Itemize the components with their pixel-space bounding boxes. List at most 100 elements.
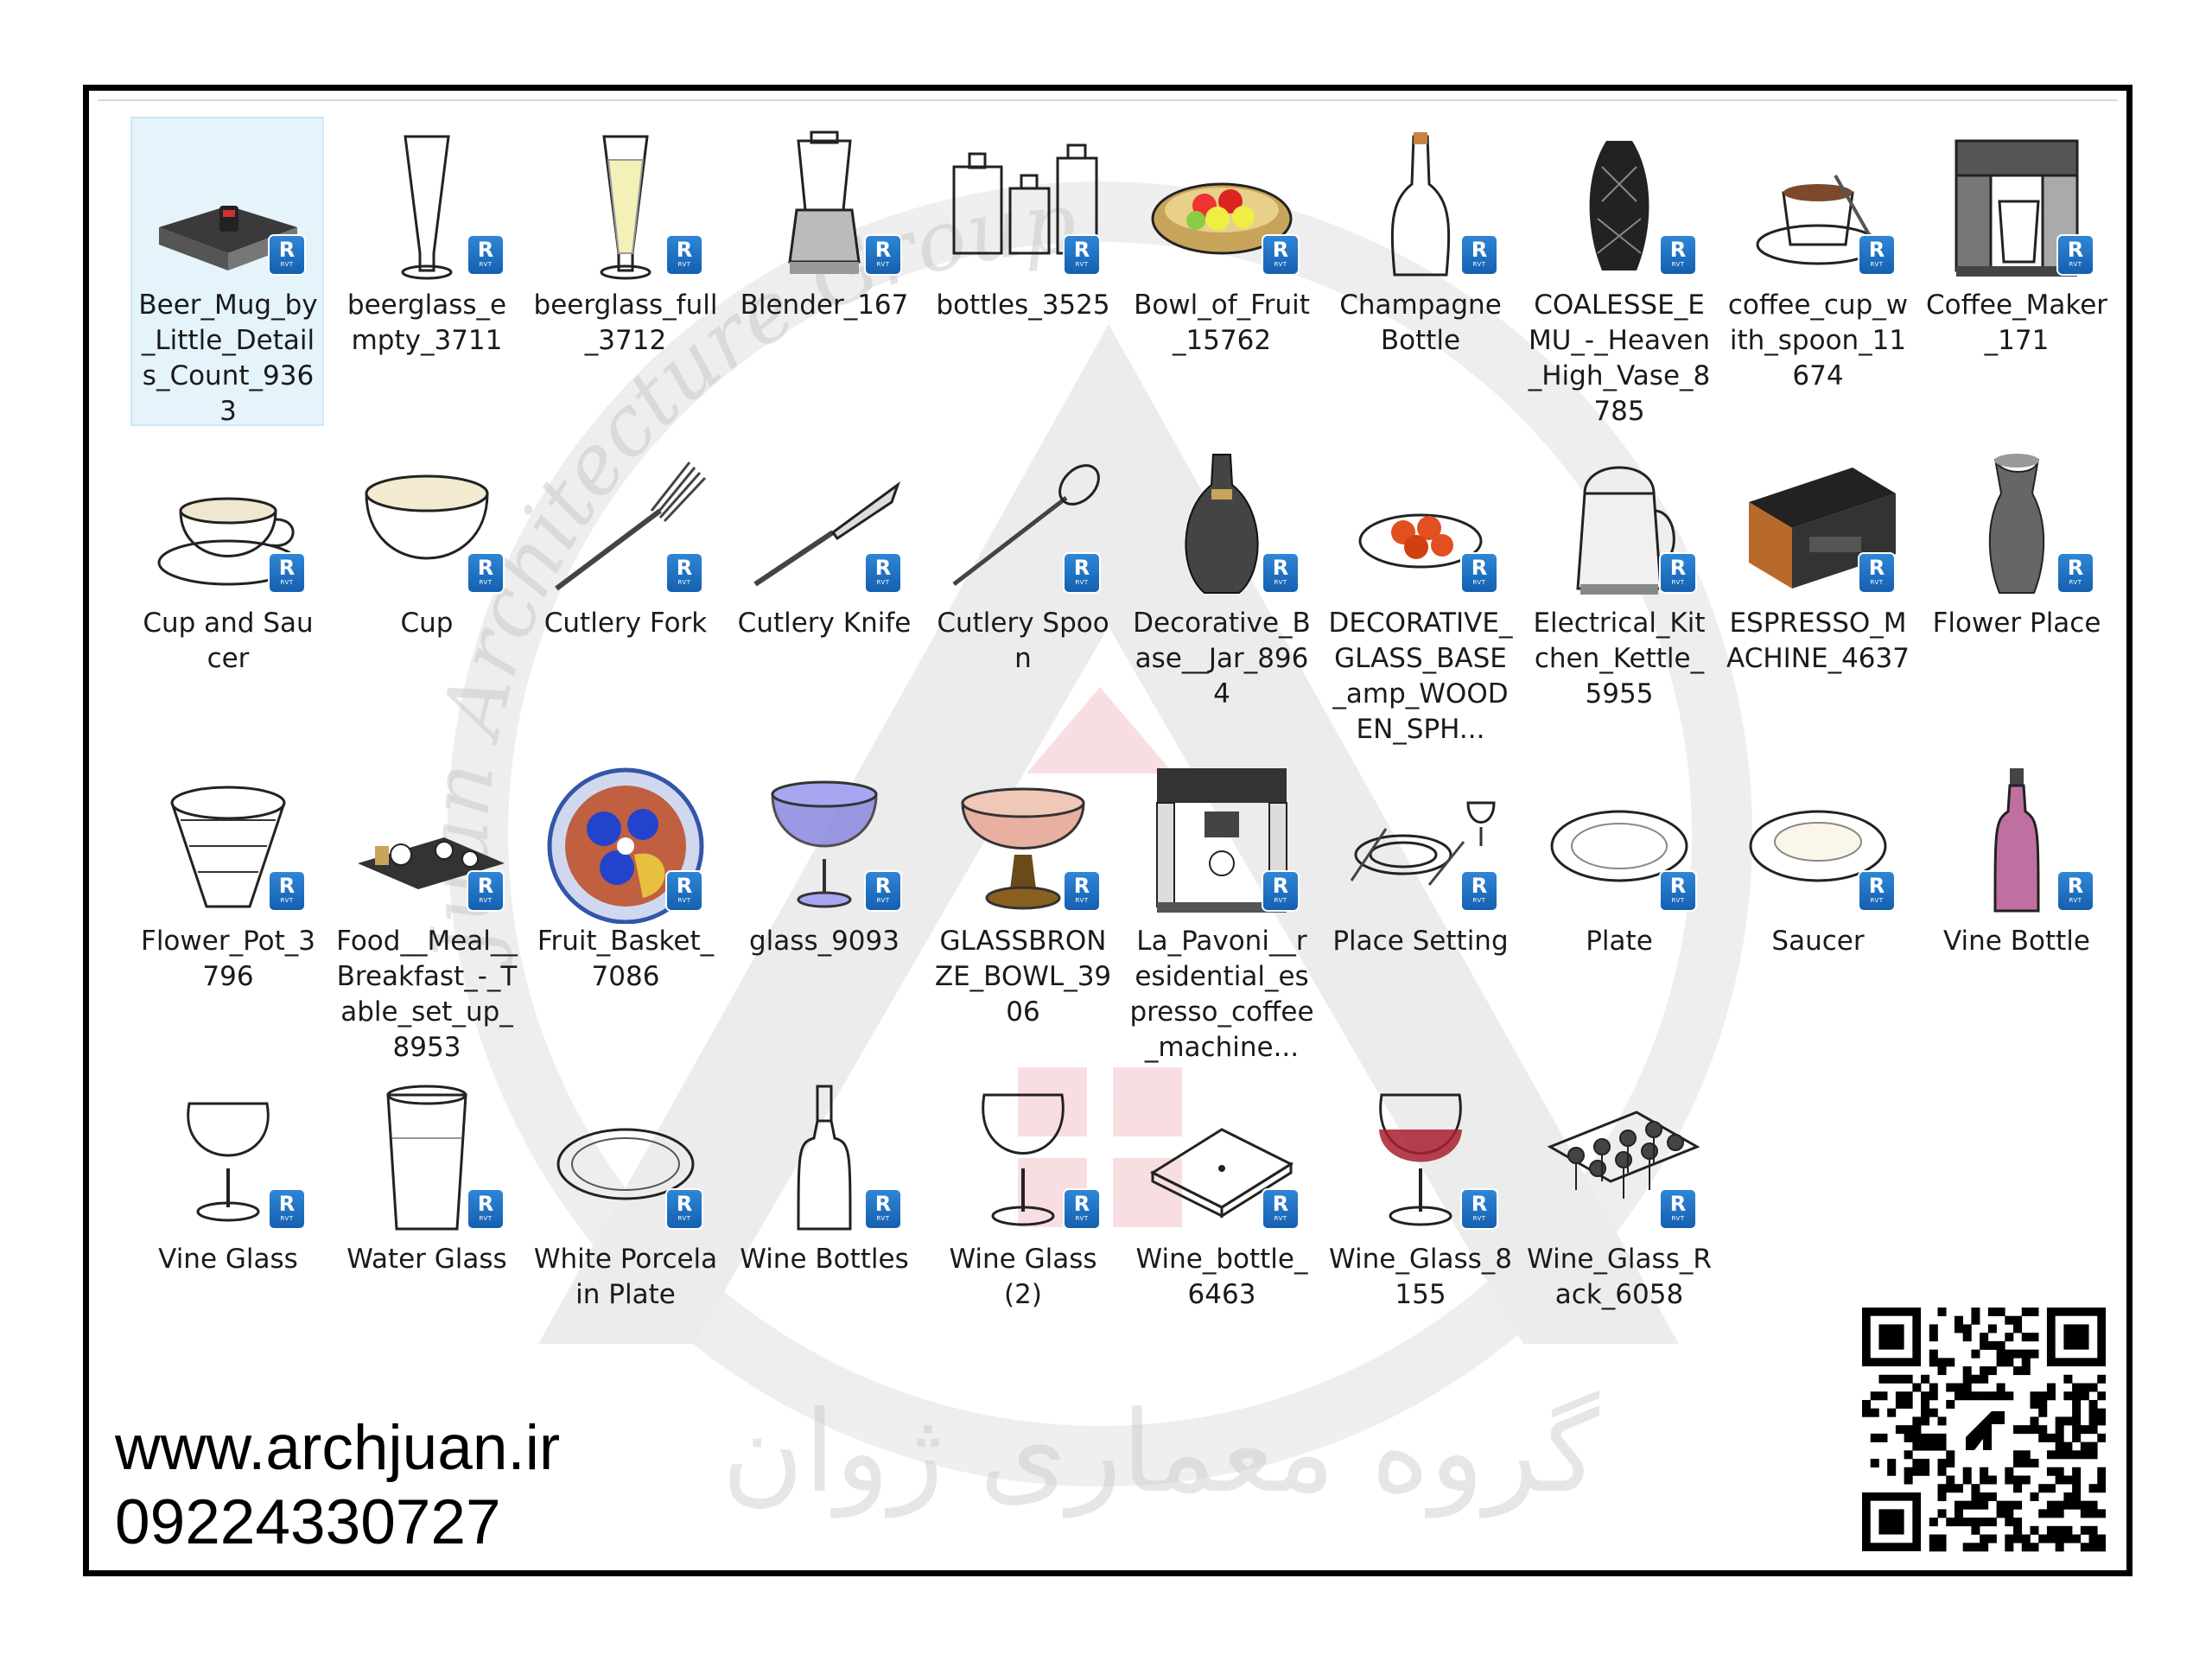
knife-icon — [738, 442, 911, 606]
file-label: Cup and Saucer — [143, 608, 314, 674]
phone-text: 09224330727 — [115, 1487, 501, 1557]
breakfast-table-icon — [340, 760, 513, 924]
file-label: Cup — [400, 608, 454, 639]
wine-bottle-box-icon — [1135, 1078, 1308, 1242]
fruit-bowl-icon — [1135, 124, 1308, 288]
empty-beer-glass-icon — [340, 124, 513, 288]
red-wine-glass-icon — [1334, 1078, 1507, 1242]
porcelain-plate-icon — [539, 1078, 712, 1242]
spoon-icon — [937, 442, 1109, 606]
file-label: Electrical_Kitchen_Kettle_5955 — [1533, 608, 1706, 710]
fork-icon — [539, 442, 712, 606]
file-label: beerglass_full_3712 — [533, 290, 718, 356]
contact-block: www.archjuan.ir 09224330727 — [115, 1411, 560, 1560]
file-label: Cutlery Fork — [543, 608, 708, 639]
file-label: Decorative_Base__Jar_8964 — [1133, 608, 1311, 710]
decorative-plate-icon — [1334, 442, 1507, 606]
file-label: Beer_Mug_by_Little_Details_Count_9363 — [138, 290, 318, 427]
bronze-bowl-icon — [937, 760, 1109, 924]
file-label: Vine Bottle — [1943, 926, 2090, 957]
file-label: coffee_cup_with_spoon_11674 — [1727, 290, 1909, 391]
cup-icon — [340, 442, 513, 606]
plate-icon — [1533, 760, 1706, 924]
file-label: GLASSBRONZE_BOWL_3906 — [934, 926, 1112, 1028]
file-label: Place Setting — [1332, 926, 1509, 957]
file-label: Flower Place — [1932, 608, 2101, 639]
file-label: Saucer — [1771, 926, 1865, 957]
file-label: Food__Meal__Breakfast_-_Table_set_up_895… — [336, 926, 518, 1063]
wine-glass-rack-icon — [1533, 1078, 1706, 1242]
file-label: Champagne Bottle — [1339, 290, 1502, 356]
file-label: White Porcelain Plate — [533, 1244, 718, 1310]
file-label: beerglass_empty_3711 — [346, 290, 507, 356]
file-label: bottles_3525 — [936, 290, 1110, 321]
vine-bottle-icon — [1930, 760, 2103, 924]
blender-icon — [738, 124, 911, 288]
vine-glass-icon — [142, 1078, 315, 1242]
file-label: La_Pavoni__residential_espresso_coffee_m… — [1129, 926, 1314, 1063]
saucer-icon — [1732, 760, 1904, 924]
file-label: glass_9093 — [749, 926, 899, 957]
flower-vase-icon — [1930, 442, 2103, 606]
full-beer-glass-icon — [539, 124, 712, 288]
